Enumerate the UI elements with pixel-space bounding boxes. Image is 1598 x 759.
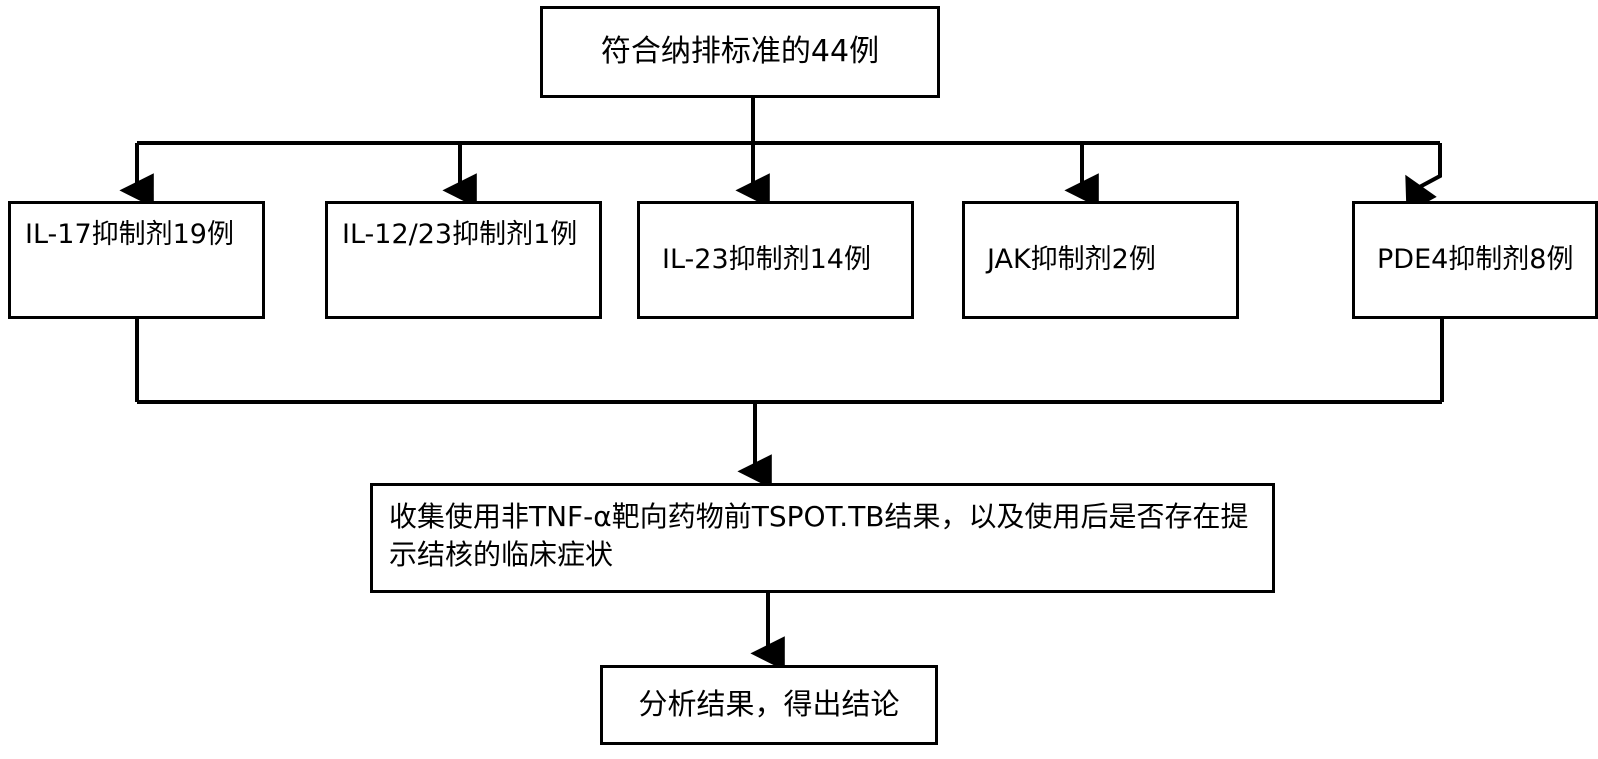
- node-inclusion-criteria-label: 符合纳排标准的44例: [600, 33, 880, 69]
- node-il23-inhibitor-label: IL-23抑制剂14例: [662, 243, 871, 275]
- node-conclusion[interactable]: 分析结果，得出结论: [600, 665, 938, 745]
- node-conclusion-label: 分析结果，得出结论: [638, 687, 900, 722]
- node-pde4-inhibitor-label: PDE4抑制剂8例: [1377, 243, 1574, 275]
- node-jak-inhibitor[interactable]: JAK抑制剂2例: [962, 201, 1239, 319]
- node-il17-inhibitor[interactable]: IL-17抑制剂19例: [8, 201, 265, 319]
- node-pde4-inhibitor[interactable]: PDE4抑制剂8例: [1352, 201, 1598, 319]
- node-data-collection-label: 收集使用非TNF-α靶向药物前TSPOT.TB结果，以及使用后是否存在提示结核的…: [389, 500, 1249, 571]
- node-il23-inhibitor[interactable]: IL-23抑制剂14例: [637, 201, 914, 319]
- node-il17-inhibitor-label: IL-17抑制剂19例: [25, 219, 234, 250]
- node-inclusion-criteria[interactable]: 符合纳排标准的44例: [540, 6, 940, 98]
- edge-root-to-pde4: [1405, 143, 1442, 214]
- node-il1223-inhibitor[interactable]: IL-12/23抑制剂1例: [325, 201, 602, 319]
- node-jak-inhibitor-label: JAK抑制剂2例: [987, 243, 1156, 275]
- node-il1223-inhibitor-label: IL-12/23抑制剂1例: [342, 219, 578, 250]
- node-data-collection[interactable]: 收集使用非TNF-α靶向药物前TSPOT.TB结果，以及使用后是否存在提示结核的…: [370, 483, 1275, 593]
